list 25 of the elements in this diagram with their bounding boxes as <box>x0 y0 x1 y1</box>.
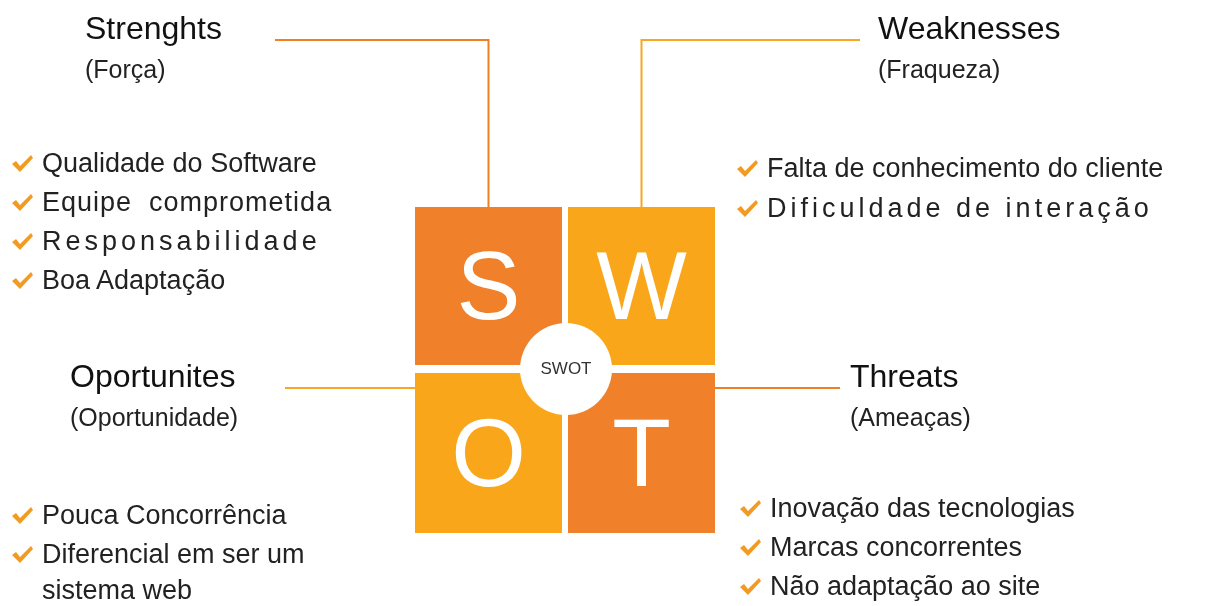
o-quadrant: O <box>415 373 562 533</box>
leader-line <box>714 387 841 389</box>
heading: Weaknesses <box>878 10 1061 47</box>
list-item: Inovação das tecnologias <box>770 492 1075 525</box>
list-item: Falta de conhecimento do cliente <box>767 152 1164 185</box>
subheading: (Oportunidade) <box>70 403 239 432</box>
list-item: Responsabilidade <box>42 225 321 258</box>
list-item: Equipe comprometida <box>42 186 333 219</box>
list-item: Não adaptação ao site <box>770 570 1041 603</box>
list-item: Diferencial em ser um sistema web <box>42 538 306 606</box>
list-item: Qualidade do Software <box>42 147 317 180</box>
list-item: Pouca Concorrência <box>42 499 287 532</box>
list-item: Marcas concorrentes <box>770 531 1023 564</box>
list-item: Dificuldade de interação <box>767 192 1153 225</box>
heading: Strenghts <box>85 10 222 47</box>
leader-line <box>274 39 490 208</box>
subheading: (Ameaças) <box>850 403 971 432</box>
heading: Oportunites <box>70 358 236 395</box>
subheading: (Força) <box>85 55 166 84</box>
leader-line <box>284 387 416 389</box>
list-item: Boa Adaptação <box>42 264 226 297</box>
t-quadrant: T <box>568 373 715 533</box>
heading: Threats <box>850 358 959 395</box>
leader-line <box>640 39 861 208</box>
subheading: (Fraqueza) <box>878 55 1001 84</box>
